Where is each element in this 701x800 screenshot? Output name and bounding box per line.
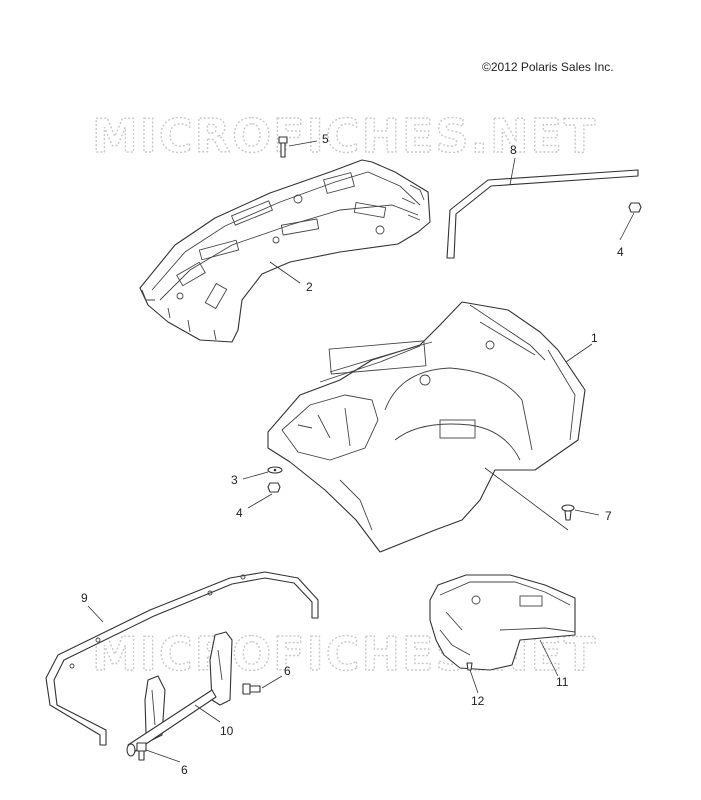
callout-2: 2: [306, 280, 313, 294]
callout-3: 3: [231, 473, 238, 487]
part-6-bolt-bottom[interactable]: [136, 742, 147, 761]
part-8-bracket-rod[interactable]: [446, 169, 639, 259]
callout-11: 11: [556, 675, 569, 689]
part-9-frame-tube[interactable]: [45, 571, 319, 746]
callout-10: 10: [220, 724, 234, 738]
part-3-washer[interactable]: [267, 466, 283, 474]
part-1-rear-fender[interactable]: [267, 301, 586, 553]
callout-4-left: 4: [236, 506, 243, 520]
part-6-bolt-right[interactable]: [242, 683, 261, 695]
part-5-bolt[interactable]: [278, 136, 288, 158]
callout-12: 12: [471, 694, 485, 708]
part-4-nut-top[interactable]: [628, 202, 642, 213]
part-11-side-cover[interactable]: [429, 574, 576, 671]
part-12-clip[interactable]: [466, 662, 473, 671]
callout-8: 8: [510, 143, 517, 157]
part-4-nut-left[interactable]: [267, 482, 281, 493]
callout-9: 9: [81, 591, 88, 605]
watermark-top: MICROFICHES.NET: [92, 109, 597, 163]
part-10-mount-bracket[interactable]: [126, 631, 233, 757]
callout-5: 5: [322, 132, 329, 146]
callout-1: 1: [591, 331, 598, 345]
callout-numbers: 1 2 3 4 4 5 6 6 7 8 9 10 11 12: [81, 132, 624, 777]
callout-7: 7: [605, 509, 612, 523]
part-2-rear-rack[interactable]: [139, 159, 431, 343]
callout-6-bottom: 6: [181, 763, 188, 777]
leader-lines: [87, 140, 635, 763]
callout-6-right: 6: [284, 664, 291, 678]
part-7-push-rivet[interactable]: [561, 504, 575, 521]
copyright-notice: ©2012 Polaris Sales Inc.: [482, 60, 614, 74]
callout-4-top: 4: [617, 245, 624, 259]
